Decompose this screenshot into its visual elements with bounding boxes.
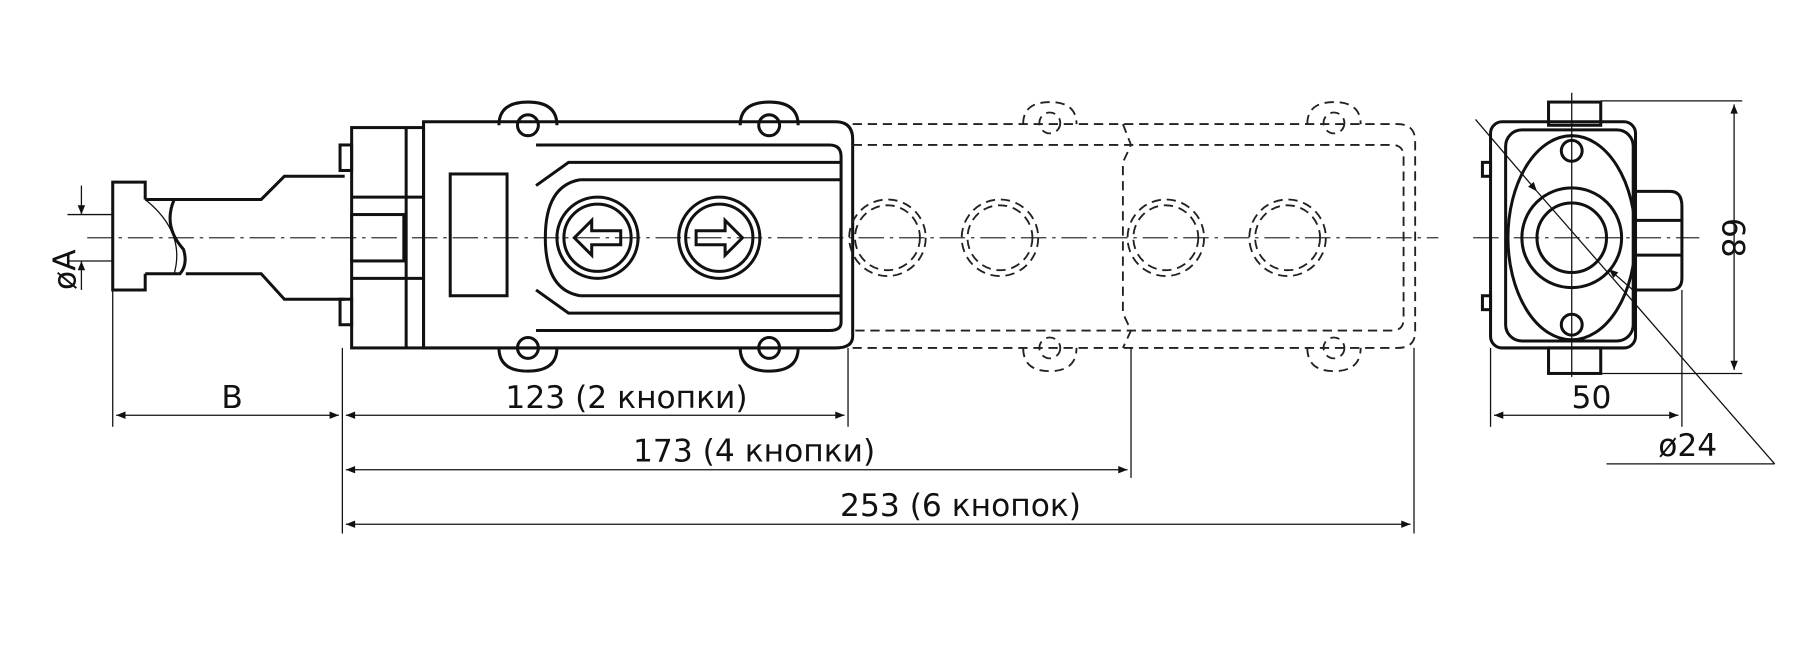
- label-plate: [448, 172, 509, 298]
- width-label: 50: [1572, 380, 1612, 416]
- cable-entry: [111, 174, 345, 301]
- length-2-buttons-label: 123 (2 кнопки): [505, 380, 747, 416]
- arrow-left-icon: [572, 216, 623, 259]
- right-arrow-button: [677, 195, 762, 280]
- mount-diameter-label: ø24: [1658, 428, 1717, 464]
- left-arrow-button: [555, 195, 640, 280]
- length-b-label: B: [221, 380, 242, 416]
- side-view: [1480, 92, 1684, 377]
- dimension-lines: [67, 100, 1776, 534]
- height-label: 68: [1715, 218, 1751, 258]
- extended-body-outline: [848, 101, 1417, 373]
- length-4-buttons-label: 173 (4 кнопки): [633, 434, 875, 470]
- diameter-a-label: øA: [48, 249, 84, 290]
- mount-ears: [497, 100, 800, 373]
- length-6-buttons-label: 253 (6 кнопок): [840, 488, 1081, 524]
- arrow-right-icon: [694, 216, 745, 259]
- main-body: [422, 100, 855, 373]
